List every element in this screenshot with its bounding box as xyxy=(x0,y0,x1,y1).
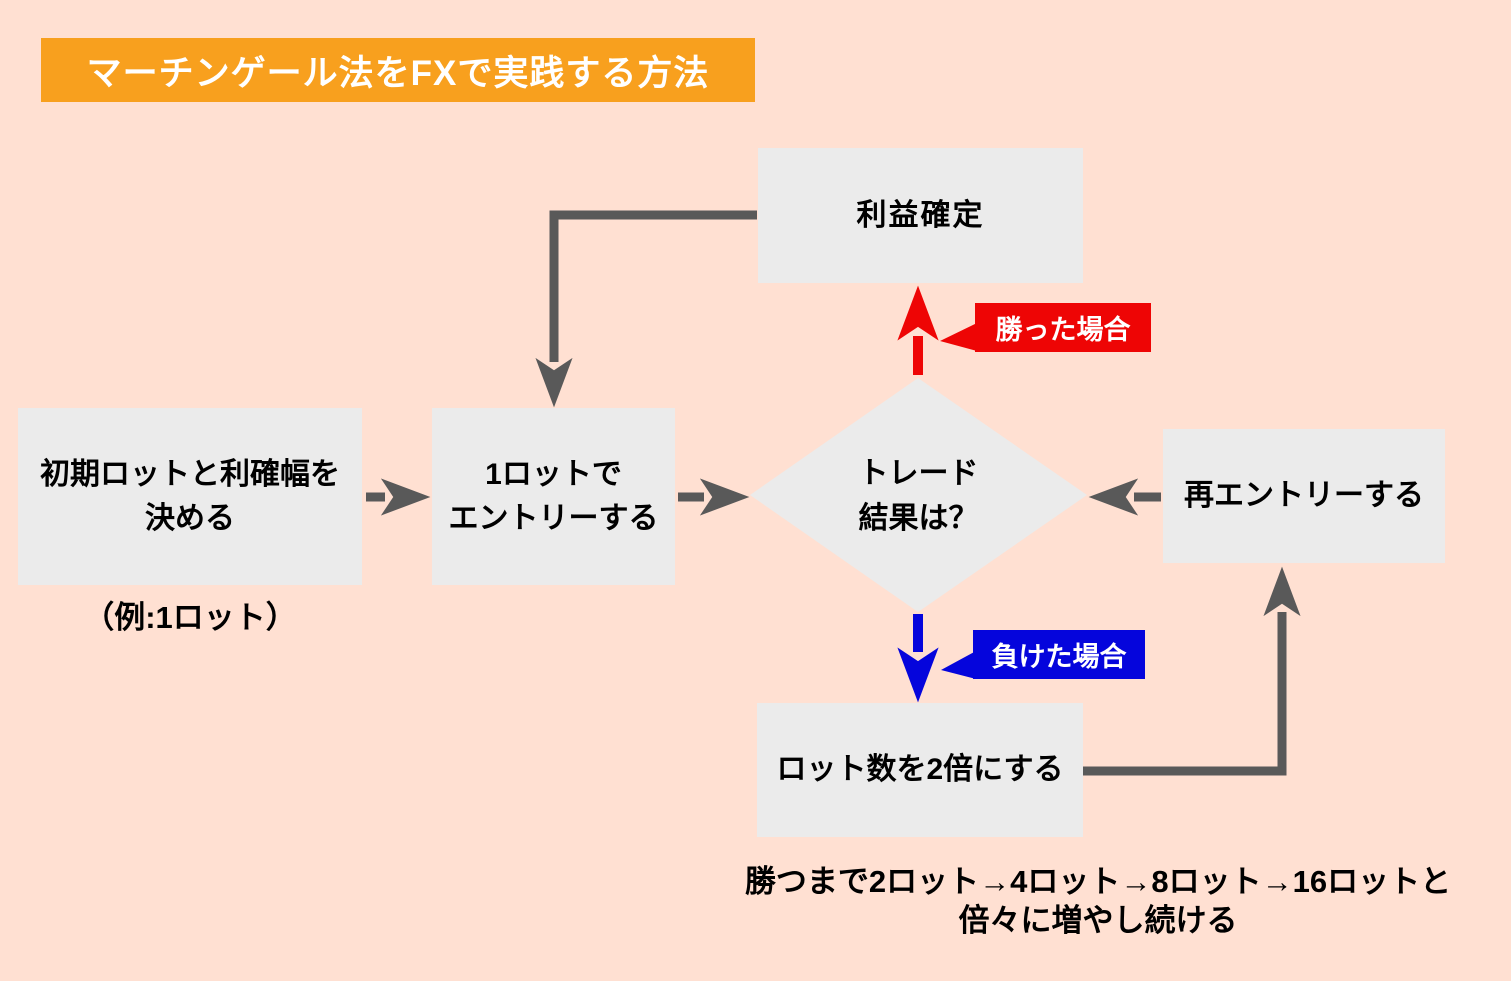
initial-lot-example-note: （例:1ロット） xyxy=(83,600,297,635)
decision-line1: トレード xyxy=(858,457,979,490)
arrow-profit-to-entry-loop xyxy=(535,210,757,408)
node-take-profit-label: 利益確定 xyxy=(856,198,985,232)
node-reentry: 再エントリーする xyxy=(1163,429,1445,563)
page-title: マーチンゲール法をFXで実践する方法 xyxy=(86,53,710,93)
title-banner: マーチンゲール法をFXで実践する方法 xyxy=(41,38,755,102)
win-label-tail xyxy=(940,323,977,351)
lose-case-label-text: 負けた場合 xyxy=(991,642,1127,672)
node-entry-line1: 1ロットで xyxy=(485,457,622,491)
node-initial-lot-line2: 決める xyxy=(145,501,235,535)
node-initial-lot-line1: 初期ロットと利確幅を xyxy=(40,457,340,491)
decision-node-text: トレード 結果は？ xyxy=(752,448,1085,544)
node-initial-lot: 初期ロットと利確幅を 決める xyxy=(18,408,362,585)
node-reentry-label: 再エントリーする xyxy=(1184,479,1424,512)
progression-note-line1: 勝つまで2ロット→4ロット→8ロット→16ロットと xyxy=(744,864,1452,899)
lose-case-label: 負けた場合 xyxy=(973,630,1145,679)
win-case-label: 勝った場合 xyxy=(975,303,1151,352)
lose-label-tail xyxy=(941,651,976,679)
progression-note-line2: 倍々に増やし続ける xyxy=(958,903,1238,938)
martingale-progression-note: 勝つまで2ロット→4ロット→8ロット→16ロットと 倍々に増やし続ける xyxy=(733,862,1463,940)
node-entry: 1ロットで エントリーする xyxy=(432,408,675,585)
decision-diamond xyxy=(750,378,1087,612)
node-entry-line2: エントリーする xyxy=(448,501,659,535)
node-double-lot: ロット数を2倍にする xyxy=(757,703,1083,837)
decision-line2: 結果は？ xyxy=(858,502,979,535)
win-case-label-text: 勝った場合 xyxy=(995,315,1131,345)
node-double-lot-label: ロット数を2倍にする xyxy=(776,753,1064,786)
arrow-double-to-reentry xyxy=(1082,566,1301,776)
node-take-profit: 利益確定 xyxy=(758,148,1083,283)
